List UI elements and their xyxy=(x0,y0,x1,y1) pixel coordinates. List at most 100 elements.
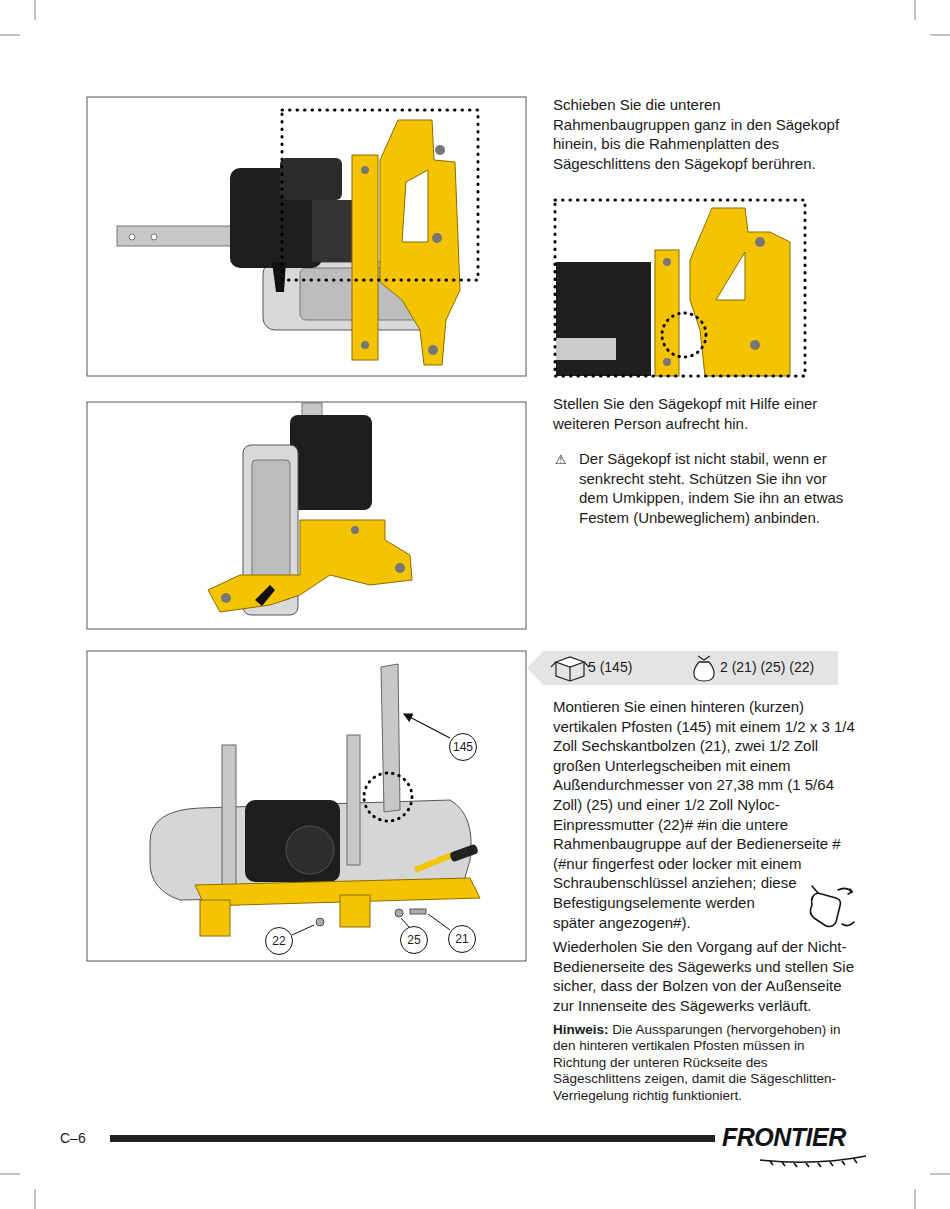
figure-rear-posts-part xyxy=(381,664,400,812)
figure-rear-posts-part xyxy=(340,895,370,927)
figure-rear-posts-part xyxy=(200,900,230,936)
callout-number: 145 xyxy=(453,741,473,753)
figure-rear-posts xyxy=(87,651,526,961)
figure-rear-posts-part xyxy=(292,925,314,935)
figure-inset-part xyxy=(556,262,651,376)
figure-inset-part xyxy=(716,252,745,300)
figure-rear-posts-part xyxy=(87,651,526,961)
bag-icon xyxy=(694,662,714,681)
figure-inset-part xyxy=(555,200,805,376)
figure-inset-part xyxy=(663,358,671,366)
box-icon xyxy=(556,657,584,667)
figure-sawhead-side-part xyxy=(272,262,286,292)
callout-number: 21 xyxy=(455,933,468,945)
figure-sawhead-upright-part xyxy=(255,585,275,606)
callout-circle: 22 xyxy=(265,927,293,955)
logo-blade-part xyxy=(760,1156,866,1162)
crop-marks-part xyxy=(930,1174,950,1175)
figure-inset-part xyxy=(755,237,765,247)
figure-rear-posts-part xyxy=(316,918,324,926)
figure-sawhead-side-part xyxy=(280,158,342,200)
hand-tighten-icon xyxy=(810,886,854,927)
figure-rear-posts-part xyxy=(195,878,480,906)
crop-marks-part xyxy=(35,0,36,20)
figure-sawhead-side-part xyxy=(129,234,135,240)
figure-inset-part xyxy=(662,313,706,357)
figure-inset-part xyxy=(750,340,760,350)
figure-sawhead-side-part xyxy=(352,155,378,360)
page-number: C–6 xyxy=(60,1129,86,1149)
note-block: Hinweis: Die Aussparungen (hervorgehoben… xyxy=(553,1022,855,1105)
parts-band: 5 (145) 2 (21) (25) (22) xyxy=(527,651,838,685)
figure-inset-part xyxy=(556,338,616,360)
box-icon xyxy=(556,662,584,681)
parts-count: 2 (21) (25) (22) xyxy=(720,659,814,676)
box-icon xyxy=(551,662,589,667)
brand-logo: FRONTIER xyxy=(722,1122,846,1152)
figure-sawhead-upright xyxy=(87,402,526,629)
figure-sawhead-upright-part xyxy=(87,402,526,629)
figure-sawhead-side-part xyxy=(435,145,445,155)
figure-sawhead-upright-part xyxy=(351,526,359,534)
band-shape xyxy=(527,651,838,685)
figure-sawhead-side-part xyxy=(380,120,460,365)
figure-sawhead-side-part xyxy=(428,345,438,355)
figure-rear-posts-part xyxy=(415,855,452,870)
text-column: Montieren Sie einen hinteren (kurzen) ve… xyxy=(553,697,855,1104)
figure-rear-posts-part xyxy=(449,844,479,863)
crop-marks-part xyxy=(915,1189,916,1209)
crop-marks-part xyxy=(0,35,20,36)
warning-symbol: ⚠ xyxy=(555,450,567,470)
figure-rear-posts-part xyxy=(286,826,334,874)
footer-bar xyxy=(110,1135,715,1142)
figure-rear-posts-part xyxy=(222,745,236,885)
figure-rear-posts-part xyxy=(245,800,340,882)
figure-sawhead-side-part xyxy=(432,233,442,243)
figure-rear-posts-part xyxy=(347,735,360,865)
figure-rear-posts-part xyxy=(410,909,426,914)
instruction-block: Wiederholen Sie den Vorgang auf der Nich… xyxy=(553,937,855,1015)
figure-rear-posts-part xyxy=(428,914,450,930)
callout-number: 25 xyxy=(407,934,420,946)
crop-marks-part xyxy=(930,35,950,36)
warning-text: Der Sägekopf ist nicht stabil, wenn er s… xyxy=(579,449,849,527)
figure-sawhead-side-part xyxy=(402,170,428,242)
hand-tighten-icon-part xyxy=(842,922,854,926)
figure-sawhead-side-part xyxy=(151,234,157,240)
figure-sawhead-upright-part xyxy=(290,415,372,510)
figure-sawhead-upright-part xyxy=(395,563,405,573)
callout-circle: 21 xyxy=(448,925,476,953)
icon-space xyxy=(797,881,855,931)
figure-inset-part xyxy=(690,208,790,376)
callout-circle: 25 xyxy=(400,926,428,954)
instruction-text: Stellen Sie den Sägekopf mit Hilfe einer… xyxy=(553,394,853,433)
hand-tighten-icon-part xyxy=(848,889,852,894)
figure-sawhead-upright-part xyxy=(221,593,231,603)
callout-number: 22 xyxy=(272,935,285,947)
figure-rear-posts-part xyxy=(364,773,412,821)
crop-marks-part xyxy=(0,1174,20,1175)
figure-inset xyxy=(555,200,805,376)
instruction-text: Wiederholen Sie den Vorgang auf der Nich… xyxy=(553,938,854,1014)
instruction-block: Montieren Sie einen hinteren (kurzen) ve… xyxy=(553,697,855,932)
hand-tighten-icon-part xyxy=(812,886,818,893)
figure-rear-posts-part xyxy=(401,918,409,927)
figure-sawhead-side-part xyxy=(312,200,354,262)
note-heading: Hinweis: xyxy=(553,1022,609,1037)
figure-sawhead-side-part xyxy=(87,97,526,376)
crop-marks-part xyxy=(915,0,916,20)
logo-blade-part xyxy=(770,1159,857,1167)
figure-rear-posts-part xyxy=(395,909,403,917)
instruction-text: Montieren Sie einen hinteren (kurzen) ve… xyxy=(553,698,855,931)
instruction-text: Schieben Sie die unteren Rahmenbaugruppe… xyxy=(553,95,853,173)
figure-inset-part xyxy=(655,250,679,376)
crop-marks-part xyxy=(35,1189,36,1209)
bag-icon xyxy=(698,656,710,662)
figure-sawhead-upright-part xyxy=(208,520,412,612)
figure-sawhead-side-part xyxy=(282,110,478,280)
parts-count: 5 (145) xyxy=(588,659,632,676)
figure-sawhead-side xyxy=(87,97,526,376)
logo-blade xyxy=(760,1156,866,1167)
hand-tighten-icon-part xyxy=(810,893,840,927)
